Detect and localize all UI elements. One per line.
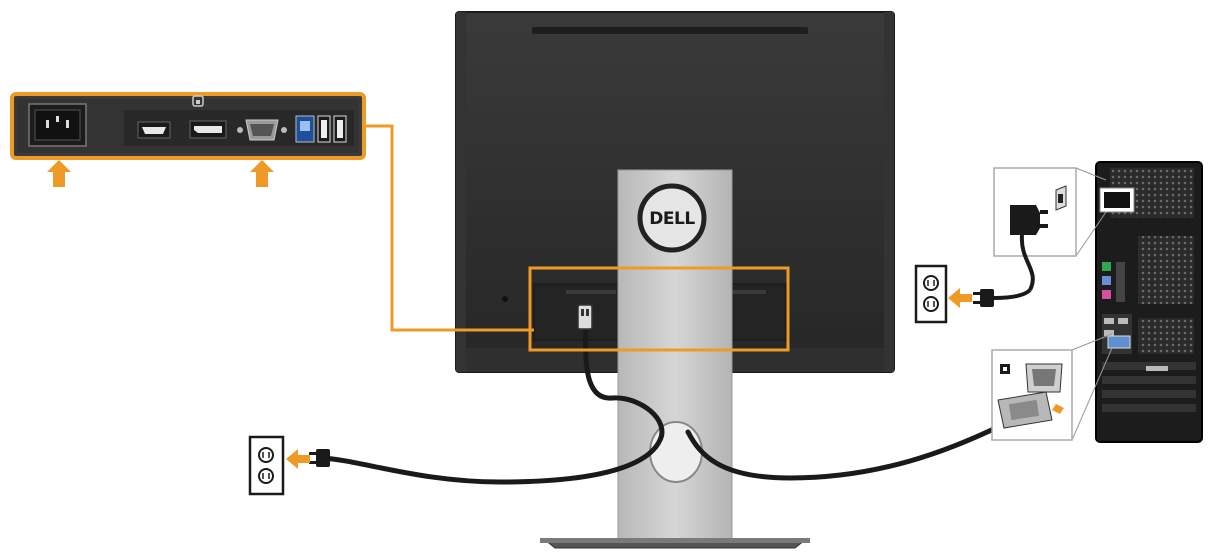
vga-connection-inset [991,349,1073,441]
arrow-up-icon [47,160,71,187]
brand-logo: DELL [637,183,707,253]
power-plug-icon [577,304,593,330]
displayport-icon [189,120,227,139]
inset-leader-lines [1071,167,1113,441]
power-plug-icon [309,449,330,467]
cables [319,325,1003,485]
cable-management-hole [649,421,703,483]
power-connector-icon [28,103,87,147]
brand-logo-text: DELL [649,209,695,229]
monitor-left-edge [456,12,466,372]
callout-connector-line [362,124,534,332]
power-cable-monitor [319,325,665,485]
monitor-stand: DELL [540,169,810,549]
monitor-right-edge [884,12,894,372]
lock-slot-icon [192,95,204,107]
arrow-left-icon [286,449,310,469]
vga-port-icon [237,119,287,141]
usb-upstream-icon [295,115,315,143]
pc-vga-port [1107,335,1131,349]
callout-highlight-box [528,266,790,352]
power-plug-icon [1010,205,1040,235]
power-plug-icon [973,288,1032,307]
kensington-slot [502,296,508,302]
usb-downstream-icon [333,115,347,143]
power-connection-inset [993,167,1077,291]
arrow-left-icon [948,288,972,308]
wall-outlet-icon [248,435,285,496]
hdmi-port-icon [137,121,171,139]
rear-ports-callout [10,92,790,352]
pc-tower [1095,161,1203,443]
arrow-up-icon [250,160,274,187]
usb-downstream-icon [317,115,331,143]
wall-outlet-icon [914,264,948,324]
vga-cable-monitor [685,423,1003,481]
monitor-top-vent [532,27,808,34]
